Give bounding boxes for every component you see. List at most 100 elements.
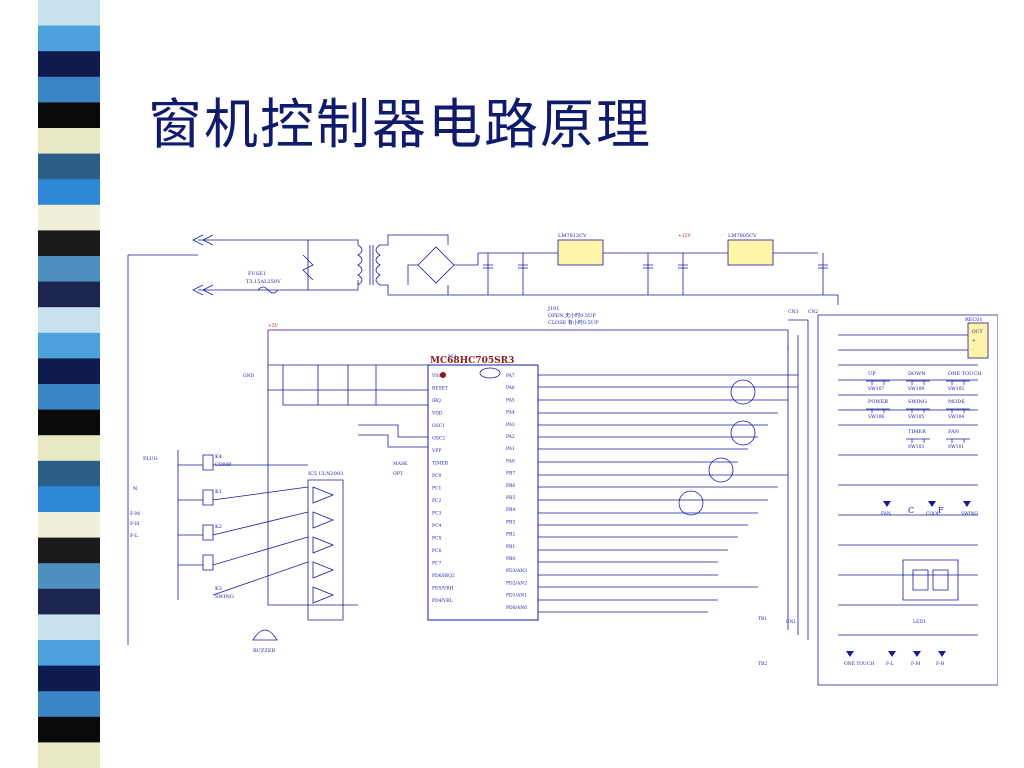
mcu-pin-label: PA6 [506,385,515,391]
stripe-segment [38,460,100,487]
panel-button-ref: SW107 [868,386,884,392]
switch-symbol [906,380,930,385]
mcu-pin-label: PB4 [506,507,515,513]
stripe-segment [38,204,100,231]
mcu-pin-label: PB3 [506,519,515,525]
mcu-pin-label: PA0 [506,458,515,464]
mcu-pin-label: PA7 [506,373,515,379]
relay-k4 [202,454,214,471]
mcu-pin-label: PD5/VRH [432,586,454,592]
panel-button-key: POWER [868,399,888,405]
darlington-label: IC5 ULN2003 [308,471,343,477]
transistor-q4 [730,379,756,405]
mcu-pin-label: VPP [431,448,441,454]
mcu-pin-label: PD2/AN2 [506,580,527,586]
stripe-segment [38,76,100,103]
stripe-segment [38,332,100,359]
switch-symbol [866,408,890,413]
mcu-right-pins: PA7PA6PA5PA4PA3PA2PA1PA0PB7PB6PB5PB4PB3P… [506,373,527,611]
stripe-segment [38,691,100,718]
relay-k2 [202,524,214,541]
relay-label-comp: COMP [215,462,232,468]
net-label: TB1 [758,616,767,622]
mcu-chip [427,364,539,621]
relay-label-k3: K3 [215,586,222,592]
bridge-rectifier [417,246,455,284]
mcu-pin-label: PA1 [506,446,515,452]
mcu-pin-label: PC0 [432,473,441,479]
mcu-pin-label: PB6 [506,483,515,489]
panel-button-ref: SW106 [868,414,884,420]
led-symbol [846,651,854,657]
panel-button-ref: SW103 [908,444,924,450]
panel-button-ref: SW104 [948,414,964,420]
fuse-label: FUSE1 [248,271,266,277]
led-label: FAN [881,511,891,517]
panel-button-key: UP [868,371,876,377]
mcu-pin-label: VDD [431,411,443,417]
stripe-segment [38,102,100,129]
panel-button-key: FAN [948,429,960,435]
panel-button-key: TIMER [908,429,926,435]
led-label: F-M [911,661,920,667]
net-label: CN3 [788,309,798,315]
mcu-pin-label: PB0 [506,556,515,562]
mcu-pin-label: PD6/IRQ2 [432,573,455,579]
fuse-symbol [257,286,279,294]
relay-label-k2: K2 [215,524,222,530]
relay-label-k1: K1 [215,489,222,495]
motor-label-fl: F-L [130,533,139,539]
jumper-label: J101 [547,306,560,312]
mcu-pin-label: PC1 [432,486,441,492]
mcu-pin-label: PD3/AN3 [506,568,527,574]
led-label: F-H [936,661,944,667]
mcu-pin-label: PA2 [506,434,515,440]
mcu-pin-label: IRQ [432,398,441,404]
ic-label: IC1 [448,354,457,360]
mcu-pin-label: PB1 [506,544,515,550]
switch-symbol [946,408,970,413]
remote-receiver-label: REC01 [965,317,983,323]
mcu-pin-label: PC3 [432,511,441,517]
led-label: F-L [886,661,893,667]
segment-letter: F [938,506,944,515]
stripe-segment [38,230,100,257]
stripe-segment [38,256,100,283]
led-label: ONE TOUCH [844,661,874,667]
motor-label-fm: F-M [130,511,140,517]
slide-title: 窗机控制器电路原理 [148,93,652,156]
segment-letter: C [908,506,914,515]
mcu-pin-label: PA5 [506,397,515,403]
switch-symbol [866,380,890,385]
transistor-q1 [678,490,704,516]
stripe-segment [38,281,100,308]
stripe-segment [38,537,100,564]
remote-pin-label: OUT [972,329,982,335]
stripe-segment [38,665,100,692]
stripe-segment [38,563,100,590]
panel-button-ref: SW105 [908,414,924,420]
fuse-value: T3.15AL250V [246,279,281,285]
net-label: LED1 [913,619,926,625]
stripe-segment [38,512,100,539]
relay-k3 [202,554,214,571]
stripe-segment [38,0,100,27]
stripe-segment [38,384,100,411]
jumper-close-text: CLOSE 有小时0.5UP [548,319,599,326]
stripe-segment [38,640,100,667]
panel-button-key: MODE [948,399,965,405]
mcu-pin-label: PA4 [506,410,515,416]
stripe-segment [38,179,100,206]
mains-line-bottom [198,280,359,291]
panel-button-key: DOWN [908,371,926,377]
led-label: COOL [926,511,940,517]
relay-label-swing: SWING [215,594,234,600]
led-label: SWING [961,511,978,517]
stripe-segment [38,153,100,180]
mcu-chip-label: MC68HC705SR3 [430,356,514,366]
relay-label-k4: K4 [215,454,222,460]
remote-pin-label: - [972,348,974,353]
